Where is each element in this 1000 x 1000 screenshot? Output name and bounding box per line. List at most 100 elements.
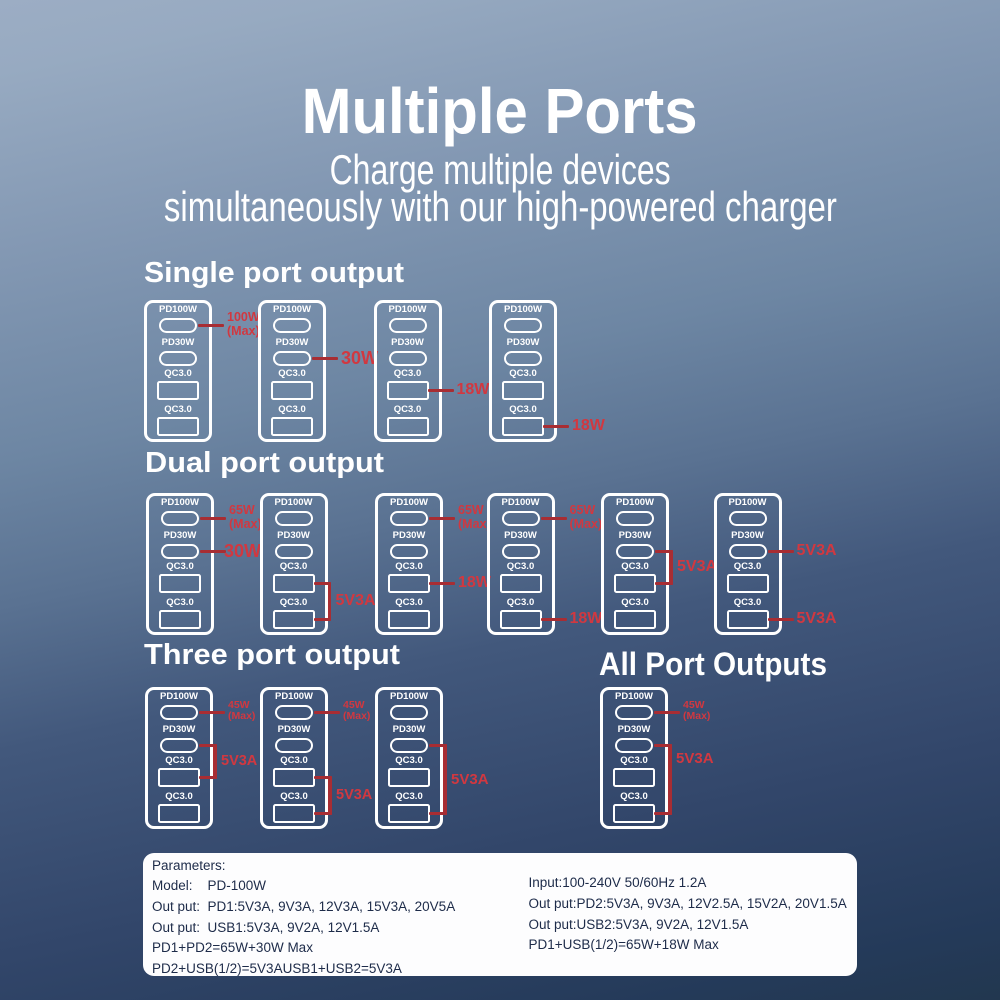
annotation-line: [312, 356, 338, 361]
port-label-pd100w: PD100W: [615, 496, 654, 508]
port-usba-qc30-2: [499, 610, 542, 629]
port-usbc-pd30w: [160, 738, 198, 753]
annotation-bracket-stub: [199, 743, 217, 748]
port-label-qc30-2: QC3.0: [393, 403, 422, 415]
port-label-qc30-2: QC3.0: [279, 596, 308, 608]
annotation-label: 45W(Max): [343, 698, 371, 723]
annotation-line: [540, 516, 567, 521]
port-usba-qc30-1: [613, 768, 655, 787]
port-usba-qc30-1: [388, 574, 430, 593]
port-usba-qc30-1: [726, 574, 769, 593]
annotation-label-line1: 100W: [227, 309, 260, 324]
port-usbc-pd30w: [616, 544, 654, 559]
annotation-bracket-stub: [655, 549, 673, 554]
charger-diagram-all-1: PD100W PD30W QC3.0 QC3.0: [600, 687, 668, 829]
annotation-label: 65W(Max): [458, 503, 491, 532]
port-usbc-pd100w: [388, 318, 427, 333]
port-usba-qc30-1: [386, 381, 429, 400]
annotation-label: 5V3A: [796, 610, 837, 628]
annotation-label: 5V3A: [221, 753, 258, 770]
section-title-dual-port: Dual port output: [145, 449, 384, 478]
parameter-line-left-5: PD2+USB(1/2)=5V3AUSB1+USB2=5V3A: [152, 960, 402, 976]
port-label-qc30-1: QC3.0: [621, 560, 649, 572]
port-usbc-pd30w: [390, 738, 428, 753]
annotation-bracket-line: [327, 581, 331, 622]
port-usba-qc30-2: [388, 804, 430, 823]
annotation-label: 65W(Max): [229, 503, 262, 532]
port-usbc-pd30w: [161, 544, 199, 559]
section-title-all-port: All Port Outputs: [599, 648, 844, 680]
charger-diagram-single-3: PD100W PD30W QC3.0 QC3.0: [373, 300, 442, 442]
annotation-line: [198, 323, 224, 328]
parameter-line-left-1: Model: PD-100W: [152, 878, 267, 894]
port-usbc-pd30w: [615, 738, 653, 753]
annotation-bracket-stub: [429, 811, 447, 816]
port-usba-qc30-1: [157, 381, 199, 400]
port-usbc-pd100w: [390, 511, 428, 526]
charger-diagram-single-1: PD100W PD30W QC3.0 QC3.0: [144, 300, 212, 442]
port-usbc-pd30w: [159, 351, 197, 366]
port-label-qc30-1: QC3.0: [620, 754, 648, 766]
page-title: Multiple Ports: [0, 79, 1000, 143]
annotation-label: 65W(Max): [570, 503, 603, 532]
port-label-pd30w: PD30W: [392, 724, 426, 735]
annotation-bracket-stub: [654, 811, 672, 816]
port-usba-qc30-2: [726, 610, 769, 629]
annotation-label: 5V3A: [335, 592, 376, 610]
annotation-label: 5V3A: [676, 750, 714, 768]
subtitle-line-1-text: Charge multiple devices: [329, 146, 671, 193]
annotation-label: 100W(Max): [227, 310, 260, 339]
annotation-line: [427, 388, 454, 393]
annotation-bracket-stub: [654, 743, 672, 748]
subtitle-line-2: simultaneously with our high-powered cha…: [0, 186, 1000, 228]
parameter-line-left-3: Out put: USB1:5V3A, 9V2A, 12V1.5A: [152, 919, 380, 935]
annotation-label-line2: (Max): [343, 710, 371, 722]
annotation-bracket-line: [669, 549, 673, 586]
port-label-qc30-1: QC3.0: [280, 754, 308, 766]
port-label-pd100w: PD100W: [389, 690, 428, 702]
annotation-line: [199, 710, 225, 715]
port-label-pd100w: PD100W: [728, 496, 767, 508]
parameter-line-right-3: Out put:USB2:5V3A, 9V2A, 12V1.5A: [528, 916, 749, 932]
annotation-label-line1: 45W: [343, 698, 365, 711]
port-label-qc30-2: QC3.0: [509, 403, 537, 415]
port-usbc-pd100w: [390, 705, 428, 720]
port-usbc-pd30w: [275, 738, 313, 753]
parameter-line-left-4: PD1+PD2=65W+30W Max: [152, 940, 313, 956]
annotation-label-line2: (Max): [227, 324, 260, 338]
port-usbc-pd30w: [390, 544, 428, 559]
port-usba-qc30-1: [499, 574, 542, 593]
annotation-line: [767, 617, 794, 622]
port-usba-qc30-2: [386, 417, 429, 436]
port-label-pd30w: PD30W: [163, 530, 197, 541]
port-label-qc30-1: QC3.0: [395, 560, 423, 572]
annotation-line: [200, 516, 226, 521]
port-usba-qc30-2: [388, 610, 430, 629]
port-usbc-pd100w: [728, 511, 767, 526]
port-label-qc30-1: QC3.0: [395, 754, 423, 766]
port-label-qc30-2: QC3.0: [395, 596, 423, 608]
charger-diagram-dual-6: PD100W PD30W QC3.0 QC3.0: [713, 493, 782, 635]
annotation-label: 18W: [569, 610, 603, 628]
charger-diagram-dual-3: PD100W PD30W QC3.0 QC3.0: [375, 493, 443, 635]
annotation-bracket-stub: [314, 775, 332, 780]
parameter-line-left-2: Out put: PD1:5V3A, 9V3A, 12V3A, 15V3A, 2…: [152, 899, 456, 914]
port-label-pd100w: PD100W: [614, 690, 653, 702]
section-title-three-port: Three port output: [144, 641, 400, 670]
parameters-heading: Parameters:: [152, 857, 226, 873]
annotation-line: [429, 516, 455, 521]
port-label-qc30-2: QC3.0: [620, 790, 648, 802]
port-label-pd100w: PD100W: [389, 496, 428, 508]
annotation-line: [767, 549, 794, 554]
section-title-single-port-text: Single port output: [144, 256, 404, 289]
charger-diagram-dual-4: PD100W PD30W QC3.0 QC3.0: [486, 493, 555, 635]
port-label-pd30w: PD30W: [277, 724, 311, 735]
port-usbc-pd30w: [273, 351, 311, 366]
annotation-label-line2: (Max): [458, 517, 491, 531]
annotation-bracket-line: [328, 775, 332, 816]
port-label-pd30w: PD30W: [391, 337, 424, 348]
port-usba-qc30-1: [388, 768, 430, 787]
port-usba-qc30-2: [273, 804, 315, 823]
annotation-line: [200, 549, 226, 554]
port-usba-qc30-2: [157, 417, 199, 436]
